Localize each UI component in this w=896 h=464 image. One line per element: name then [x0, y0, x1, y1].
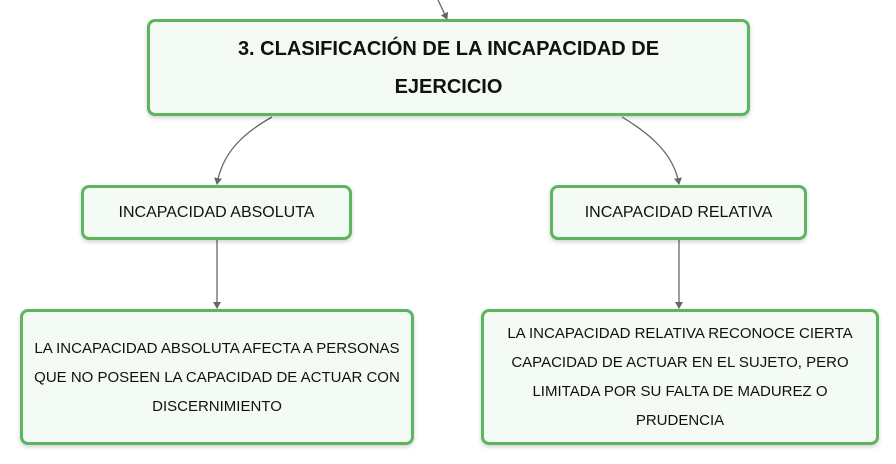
absolute-incapacity-node[interactable]: INCAPACIDAD ABSOLUTA — [81, 185, 352, 240]
absolute-incapacity-label: INCAPACIDAD ABSOLUTA — [118, 203, 315, 221]
relative-incapacity-node[interactable]: INCAPACIDAD RELATIVA — [550, 185, 807, 240]
connector-main-to-absolute — [214, 116, 273, 185]
absolute-incapacity-description: LA INCAPACIDAD ABSOLUTA AFECTA A PERSONA… — [34, 339, 400, 415]
absolute-incapacity-description-node[interactable]: LA INCAPACIDAD ABSOLUTA AFECTA A PERSONA… — [20, 309, 414, 445]
main-topic-node[interactable]: 3. CLASIFICACIÓN DE LA INCAPACIDAD DE EJ… — [147, 19, 750, 116]
relative-incapacity-description-node[interactable]: LA INCAPACIDAD RELATIVA RECONOCE CIERTA … — [481, 309, 879, 445]
relative-incapacity-label: INCAPACIDAD RELATIVA — [584, 203, 773, 221]
connector-parent-to-main — [437, 0, 449, 20]
connector-main-to-relative — [621, 116, 682, 185]
relative-incapacity-description: LA INCAPACIDAD RELATIVA RECONOCE CIERTA … — [507, 325, 853, 429]
main-topic-label: 3. CLASIFICACIÓN DE LA INCAPACIDAD DE EJ… — [237, 37, 660, 98]
